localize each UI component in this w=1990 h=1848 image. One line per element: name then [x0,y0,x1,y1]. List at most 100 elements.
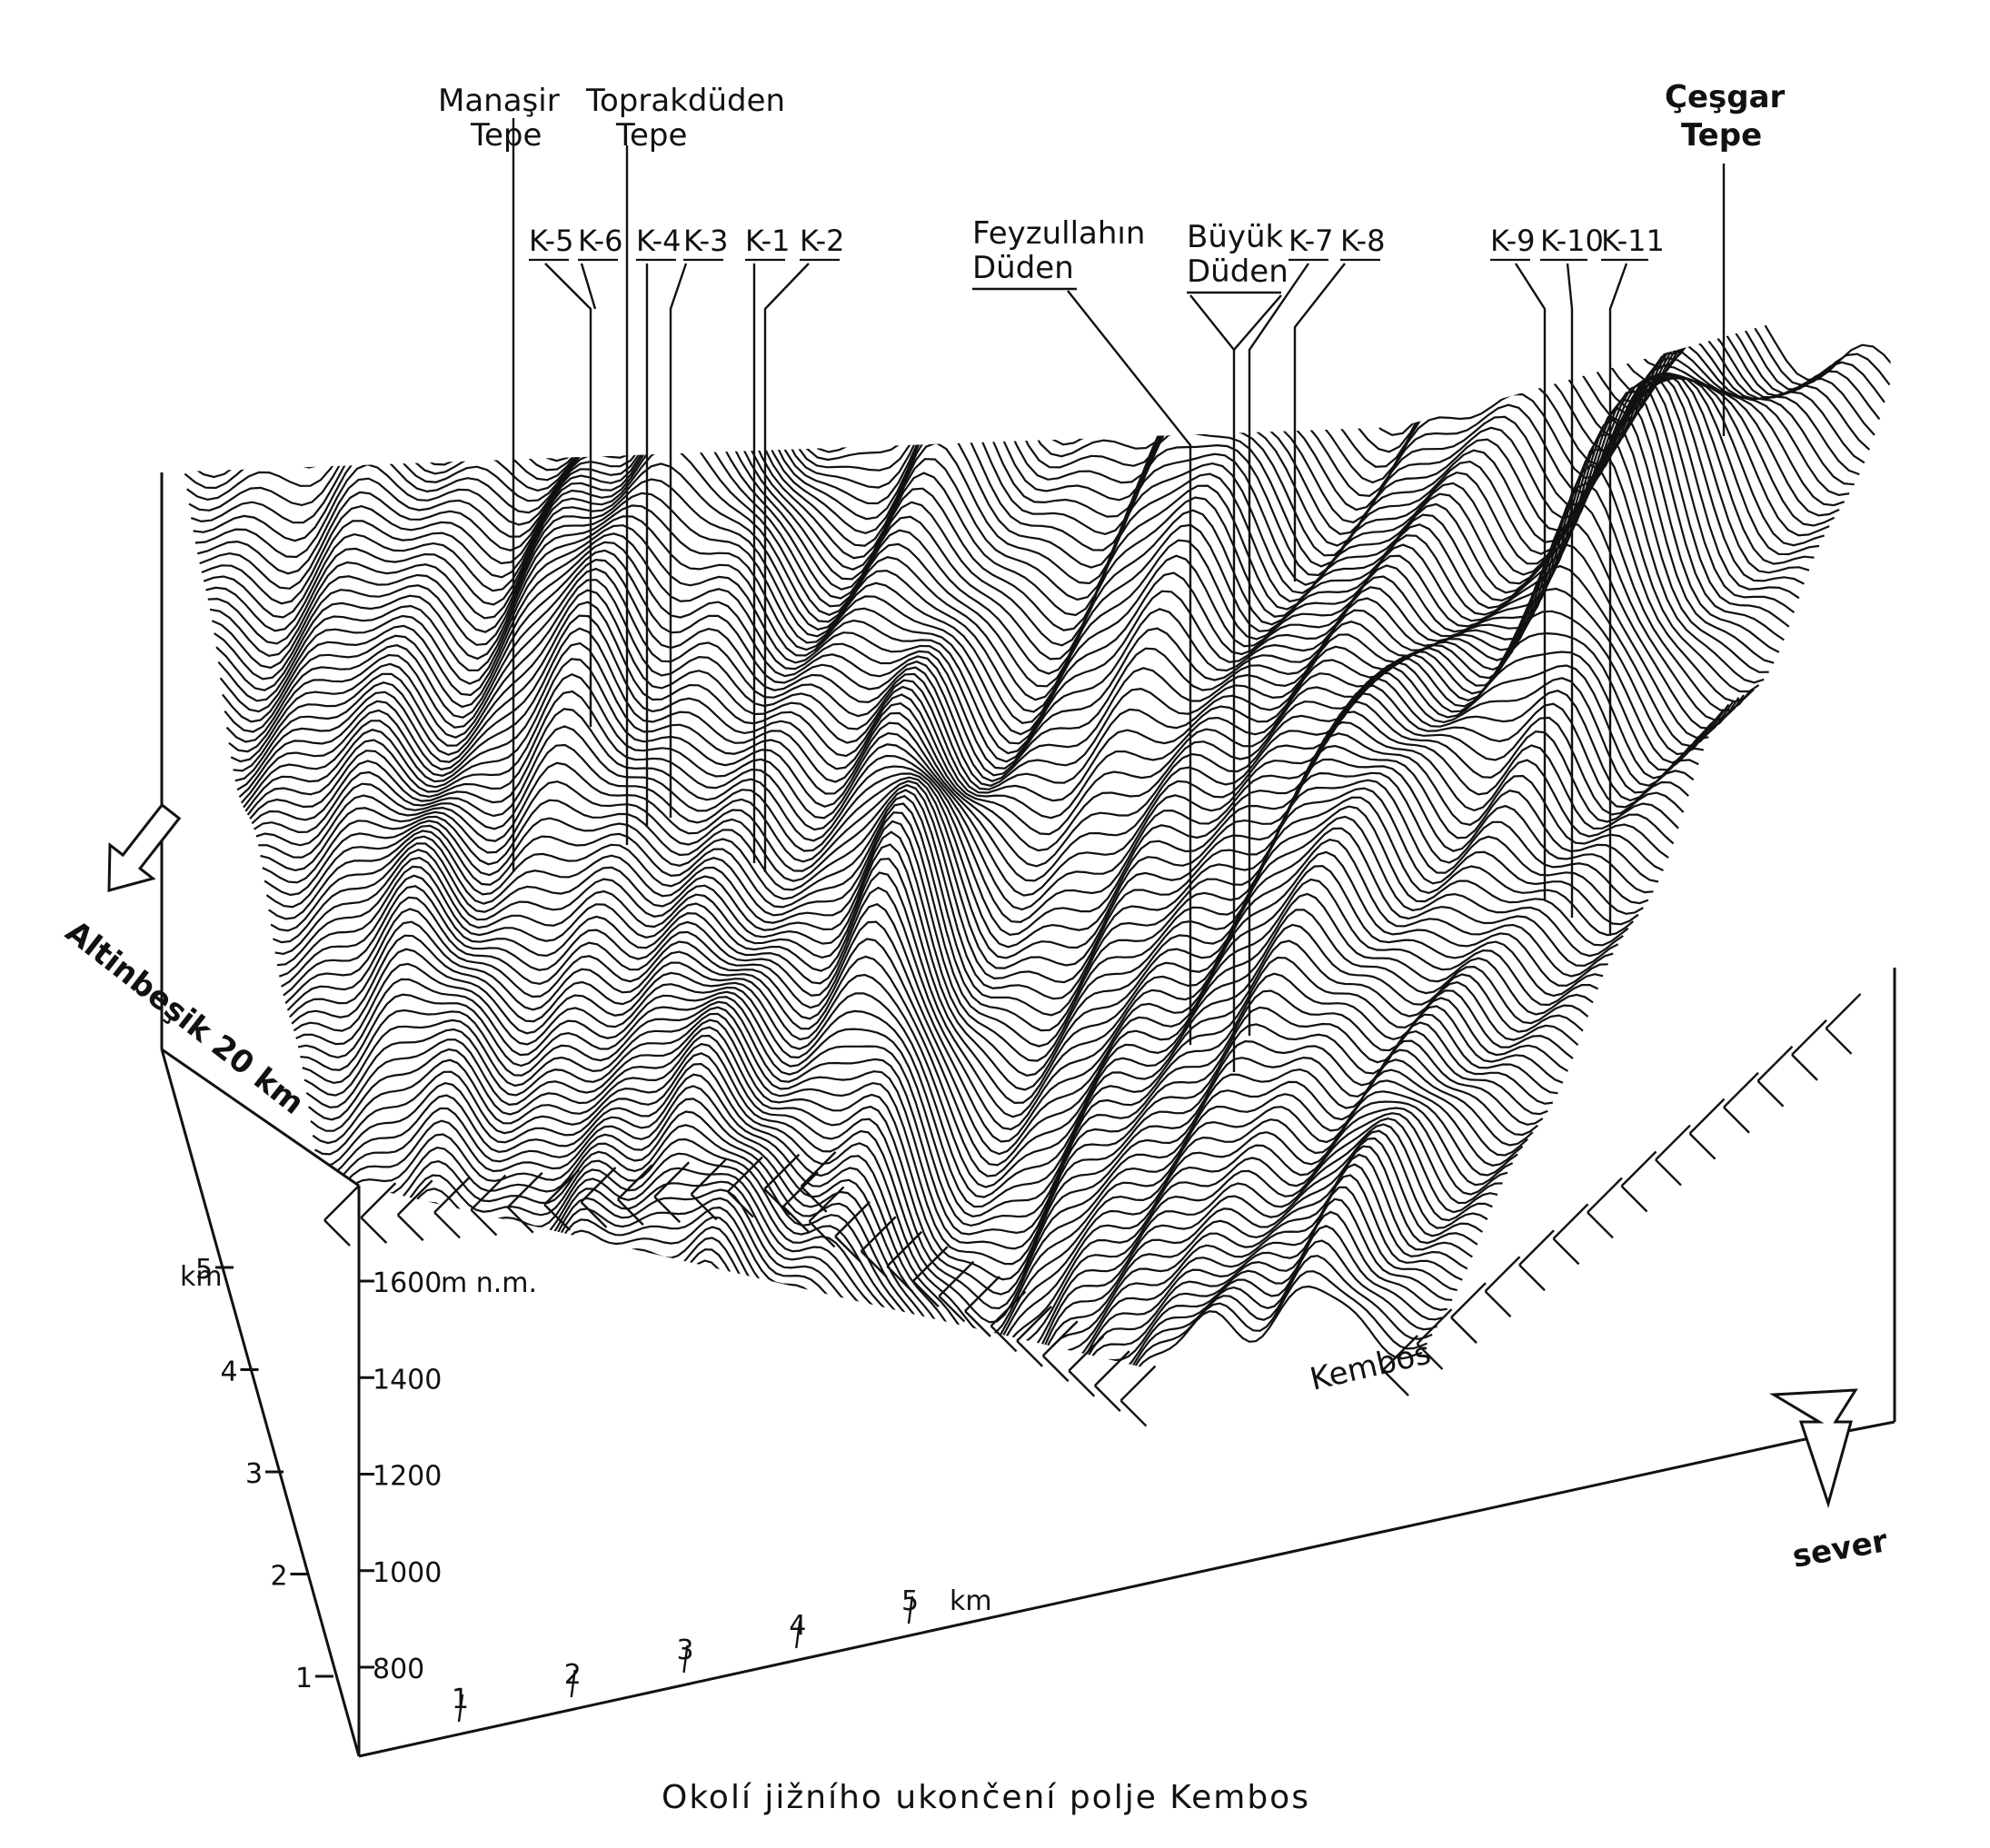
arrow-down-icon [1769,1388,1858,1509]
limestone-mark [617,1164,653,1200]
limestone-mark [543,1169,580,1206]
limestone-mark [834,1201,871,1237]
terrain-profile-line [207,390,1785,701]
place-label-kembos: Kembos [1307,1335,1434,1397]
limestone-mark [1688,1132,1716,1160]
limestone-mark [727,1156,763,1193]
terrain-profile-line [164,291,1886,411]
front-tick-label: 4 [789,1610,806,1642]
limestone-mark [990,1325,1018,1353]
terrain-profile-line [264,771,1649,1017]
leader-k10 [1566,263,1574,918]
limestone-mark [580,1201,608,1228]
terrain-profile-line [190,323,1825,585]
left-base-edge [161,1048,360,1187]
limestone-mark [1068,1335,1105,1372]
terrain-profile-line [343,1186,1458,1431]
terrain-profile-line [234,589,1720,820]
front-tick-label: 1 [452,1684,469,1715]
limestone-mark [1016,1306,1052,1342]
terrain-profile-line [205,383,1790,688]
leader-k6 [580,263,597,310]
limestone-mark [1094,1385,1121,1412]
limestone-mark [782,1171,819,1207]
leader-k7 [1248,263,1309,1036]
limestone-mark [1041,1355,1070,1383]
label-buyuk-1: Büyük [1187,219,1284,255]
peak-labels: Manaşir Tepe Toprakdüden Tepe Çeşgar Tep… [438,79,1786,294]
terrain-profile-line [251,700,1679,937]
limestone-mark [860,1250,888,1278]
terrain-profile-line [278,839,1614,1118]
terrain-profile-line [321,1073,1514,1362]
terrain-profile-line [319,1062,1518,1350]
limestone-mark [782,1206,810,1233]
limestone-mark [360,1217,388,1244]
limestone-mark [1119,1399,1148,1427]
limestone-mark [690,1158,727,1196]
leader-k9 [1514,263,1547,899]
leader-k8 [1293,263,1346,581]
terrain-profile-line [354,1255,1433,1431]
left-arrow-label: Altinbeşik 20 km [58,914,311,1122]
depth-tick-label: 4 [221,1356,238,1388]
limestone-mark [1723,1106,1750,1134]
elevation-tick-label: 1200 [373,1461,442,1493]
limestone-mark [808,1186,845,1223]
terrain-profile-line [272,805,1629,1077]
depth-tick-label: 2 [271,1561,288,1593]
limestone-mark [1587,1211,1614,1239]
limestone-mark [470,1174,507,1211]
limestone-mark [433,1177,470,1214]
terrain-profile-line [230,564,1730,790]
north-label: sever [1790,1523,1891,1575]
limestone-mark [912,1280,940,1307]
limestone-mark [1518,1229,1555,1267]
terrain-profile-line [359,1285,1423,1431]
label-manasir-2: Tepe [470,117,542,154]
limestone-mark [912,1246,949,1282]
terrain-profile-line [203,378,1796,675]
limestone-mark [617,1198,644,1226]
limestone-mark [1016,1340,1043,1367]
limestone-mark [800,1151,837,1187]
limestone-mark [506,1171,543,1208]
label-toprakduden-1: Toprakdüden [585,83,785,119]
leader-k3 [669,263,688,818]
cave-label: K-1 [745,224,791,258]
limestone-mark [1756,1045,1794,1082]
terrain-profile-line [284,878,1599,1156]
limestone-mark [834,1236,861,1263]
limestone-pattern [323,993,1862,1427]
left-side-base [160,1048,361,1757]
terrain-profile-line [289,909,1589,1177]
limestone-mark [763,1153,801,1190]
terrain-profile-line [286,892,1594,1167]
terrain-profile-line [201,375,1800,661]
limestone-mark [690,1193,718,1221]
limestone-mark [727,1190,754,1218]
front-base-edge [358,1438,1802,1758]
terrain-profile-line [188,313,1830,569]
limestone-mark [1552,1203,1589,1240]
limestone-mark [1655,1158,1682,1187]
limestone-mark [808,1220,836,1248]
limestone-mark [938,1295,966,1323]
terrain-profile-line [255,720,1669,959]
limestone-mark [1756,1079,1785,1108]
limestone-mark [323,1219,351,1247]
limestone-mark [1825,1028,1853,1055]
front-tick [457,1694,464,1723]
limestone-mark [1416,1343,1444,1370]
leader-buyuk-b [1233,294,1282,351]
north-arrow [1769,1388,1858,1509]
limestone-mark [543,1204,571,1231]
limestone-mark [990,1290,1027,1327]
cave-label: K-5 [529,224,574,258]
leader-k2 [763,263,810,872]
front-tick [682,1644,689,1674]
terrain-profile-line [209,398,1780,713]
terrain-profile-line [268,787,1639,1048]
